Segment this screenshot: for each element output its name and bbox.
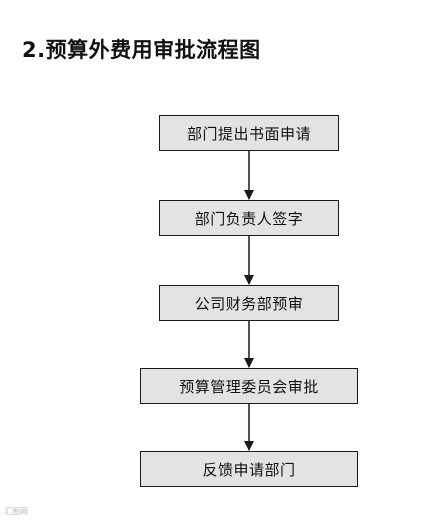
watermark-logo: 汇图网 <box>4 507 28 516</box>
flow-step-label: 反馈申请部门 <box>202 460 296 479</box>
flow-step-budget-committee-approval: 预算管理委员会审批 <box>140 368 358 404</box>
flow-step-finance-pre-review: 公司财务部预审 <box>159 285 339 321</box>
flow-step-label: 预算管理委员会审批 <box>179 377 319 396</box>
flow-step-label: 部门提出书面申请 <box>186 124 311 143</box>
flow-step-manager-signature: 部门负责人签字 <box>159 200 339 236</box>
page-title: 2.预算外费用审批流程图 <box>22 38 261 62</box>
flow-step-feedback-to-department: 反馈申请部门 <box>140 451 358 487</box>
flow-step-submit-written-request: 部门提出书面申请 <box>159 115 339 151</box>
flow-step-label: 公司财务部预审 <box>194 294 304 313</box>
flow-step-label: 部门负责人签字 <box>194 209 304 228</box>
